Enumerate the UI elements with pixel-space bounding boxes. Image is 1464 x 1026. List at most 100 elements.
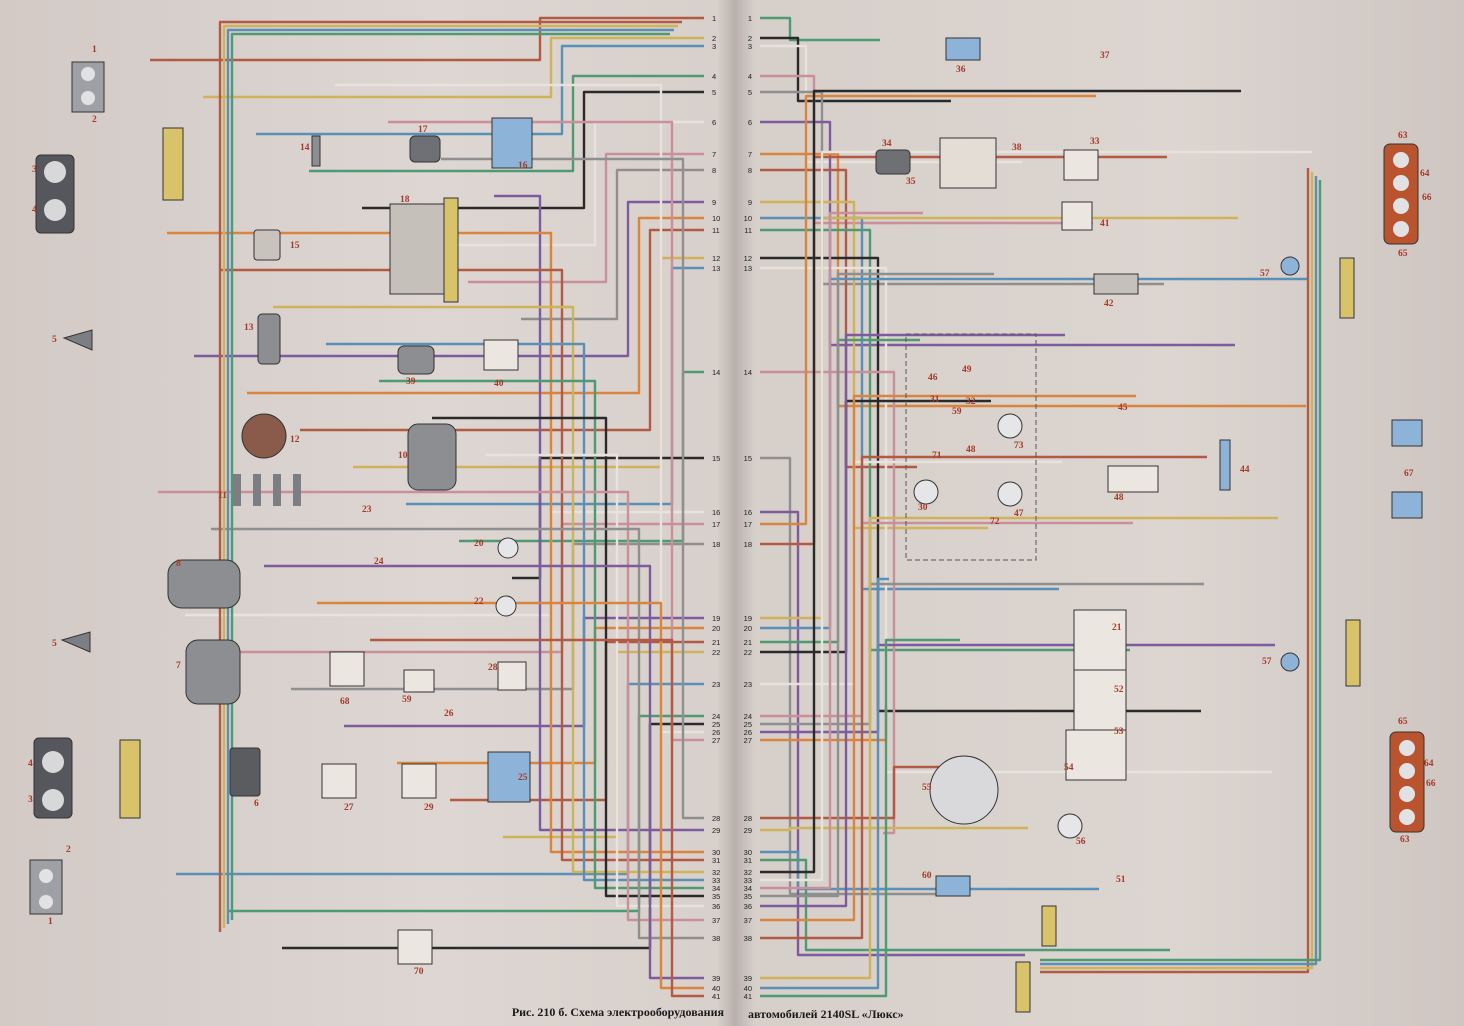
wire-trunk-right xyxy=(1040,180,1322,962)
component-number: 5 xyxy=(52,335,57,345)
terminal-right-label: 3 xyxy=(748,42,752,51)
component-number: 52 xyxy=(1114,685,1124,695)
component-number: 64 xyxy=(1424,759,1434,769)
wire-left xyxy=(229,714,704,913)
component-number: 13 xyxy=(244,323,254,333)
terminal-left-label: 8 xyxy=(712,166,716,175)
switch-block-54 xyxy=(1065,729,1127,781)
wire-left xyxy=(185,510,704,617)
terminal-left-label: 19 xyxy=(712,614,720,623)
terminal-right-label: 15 xyxy=(744,454,752,463)
wire-right xyxy=(760,638,960,998)
terminal-left-label: 27 xyxy=(712,736,720,745)
relay-67-bottom xyxy=(1391,491,1423,519)
terminal-right-label: 21 xyxy=(744,638,752,647)
component-number: 7 xyxy=(176,661,181,671)
component-number: 21 xyxy=(1112,623,1122,633)
lamp-icon xyxy=(1399,786,1415,802)
terminal-right-label: 12 xyxy=(744,254,752,263)
terminal-left-label: 21 xyxy=(712,638,720,647)
wire-left xyxy=(326,342,704,882)
component-number: 34 xyxy=(882,139,892,149)
fuse-44 xyxy=(1219,439,1231,491)
wire-left xyxy=(459,370,704,543)
component-number: 32 xyxy=(966,397,976,407)
component-number: 59 xyxy=(402,695,412,705)
terminal-left-label: 7 xyxy=(712,150,716,159)
component-number: 8 xyxy=(176,559,181,569)
lamp-icon xyxy=(44,199,66,221)
wire-right xyxy=(760,455,1207,940)
junction-block-right-low xyxy=(1041,905,1057,947)
relay-33 xyxy=(1063,149,1099,181)
wire-trunk-right xyxy=(1040,168,1310,974)
wire-trunk-left xyxy=(222,24,678,928)
terminal-right-label: 25 xyxy=(744,720,752,729)
sensor-17 xyxy=(409,135,441,163)
component-number: 20 xyxy=(474,539,484,549)
wire-right xyxy=(760,333,1065,908)
terminal-right-label: 33 xyxy=(744,876,752,885)
terminal-right-label: 16 xyxy=(744,508,752,517)
wire-left xyxy=(370,638,704,998)
terminal-left-label: 5 xyxy=(712,88,716,97)
relay-67-top xyxy=(1391,419,1423,447)
terminal-right-label: 20 xyxy=(744,624,752,633)
lamp-icon xyxy=(1393,198,1409,214)
terminal-right-label: 34 xyxy=(744,884,752,893)
wire-left xyxy=(211,527,704,940)
wire-right xyxy=(760,338,920,644)
terminal-right-label: 32 xyxy=(744,868,752,877)
terminal-right-label: 10 xyxy=(744,214,752,223)
lamp-icon xyxy=(1399,740,1415,756)
lamp-icon xyxy=(1393,152,1409,168)
component-number: 36 xyxy=(956,65,966,75)
component-number: 40 xyxy=(494,379,504,389)
wire-trunk-right xyxy=(1040,176,1318,966)
terminal-right-label: 19 xyxy=(744,614,752,623)
distributor xyxy=(241,413,287,459)
lamp-57-top xyxy=(1280,256,1300,276)
terminal-right-label: 23 xyxy=(744,680,752,689)
wire-left xyxy=(432,416,704,898)
junction-block-left-bottom xyxy=(119,739,141,819)
component-number: 39 xyxy=(406,377,416,387)
terminal-right-label: 14 xyxy=(744,368,752,377)
terminal-right-label: 22 xyxy=(744,648,752,657)
terminal-left-label: 37 xyxy=(712,916,720,925)
junction-block-right-bottom xyxy=(1345,619,1361,687)
wire-left xyxy=(158,490,704,922)
component-number: 6 xyxy=(254,799,259,809)
horn-icon xyxy=(60,631,91,653)
component-number: 65 xyxy=(1398,249,1408,259)
terminal-left-label: 24 xyxy=(712,712,720,721)
terminal-right-label: 6 xyxy=(748,118,752,127)
wire-right xyxy=(760,765,957,820)
taillight-right-top xyxy=(1383,143,1419,245)
component-number: 66 xyxy=(1426,779,1436,789)
component-number: 57 xyxy=(1262,657,1272,667)
relay-40 xyxy=(483,339,519,371)
wire-right xyxy=(760,228,1130,652)
junction-block-left-top xyxy=(162,127,184,201)
wire-right xyxy=(760,120,1235,347)
lamp-icon xyxy=(42,751,64,773)
component-number: 48 xyxy=(966,445,976,455)
taillight-right-bottom xyxy=(1389,731,1425,833)
wire-harness xyxy=(150,16,1322,998)
terminal-left-label: 29 xyxy=(712,826,720,835)
terminal-right-label: 29 xyxy=(744,826,752,835)
gauge-22 xyxy=(495,595,517,617)
relay-28 xyxy=(497,661,527,691)
wire-right xyxy=(760,826,1028,832)
components xyxy=(29,37,1425,1013)
terminal-left-label: 14 xyxy=(712,368,720,377)
wire-right xyxy=(760,94,1096,526)
oil-pressure-sensor xyxy=(311,135,321,167)
wire-right xyxy=(760,577,889,990)
lamp-icon xyxy=(81,91,95,105)
component-number: 5 xyxy=(52,639,57,649)
component-number: 56 xyxy=(1076,837,1086,847)
component-number: 3 xyxy=(32,165,37,175)
switch-38 xyxy=(939,137,997,189)
